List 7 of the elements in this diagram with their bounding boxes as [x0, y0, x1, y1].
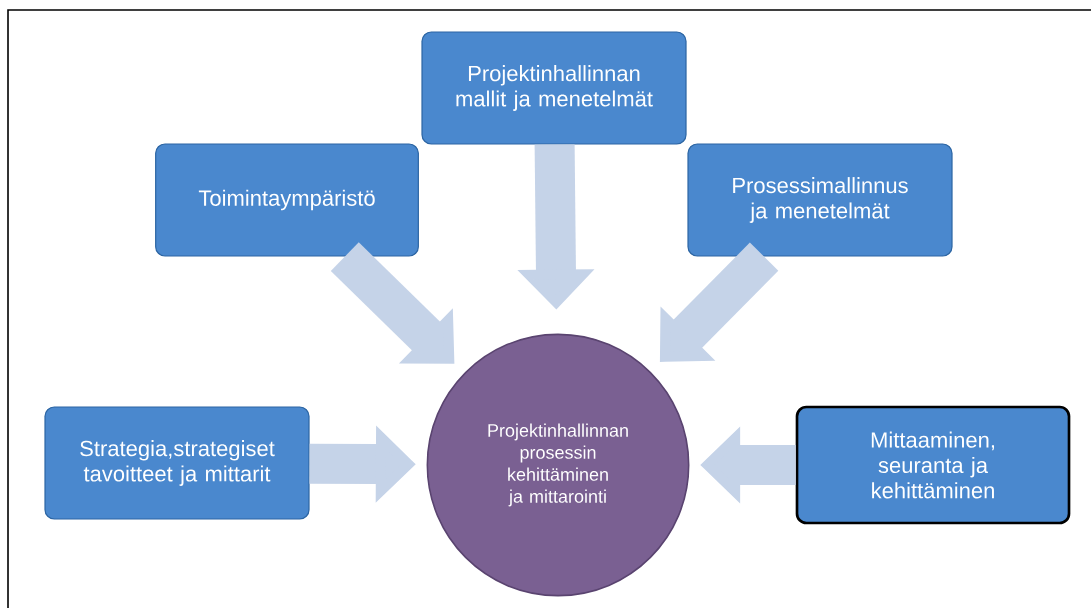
- topic-box: Mittaaminen, seuranta ja kehittäminen: [795, 405, 1071, 525]
- topic-box: Projektinhallinnan mallit ja menetelmät: [421, 31, 687, 145]
- topic-box: Strategia,strategiset tavoitteet ja mittarit: [44, 406, 310, 520]
- topic-box: Prosessimallinnus ja menetelmät: [687, 143, 953, 257]
- block-arrow: [659, 242, 779, 362]
- block-arrow: [330, 242, 455, 364]
- topic-box: Toimintaympäristö: [155, 143, 419, 257]
